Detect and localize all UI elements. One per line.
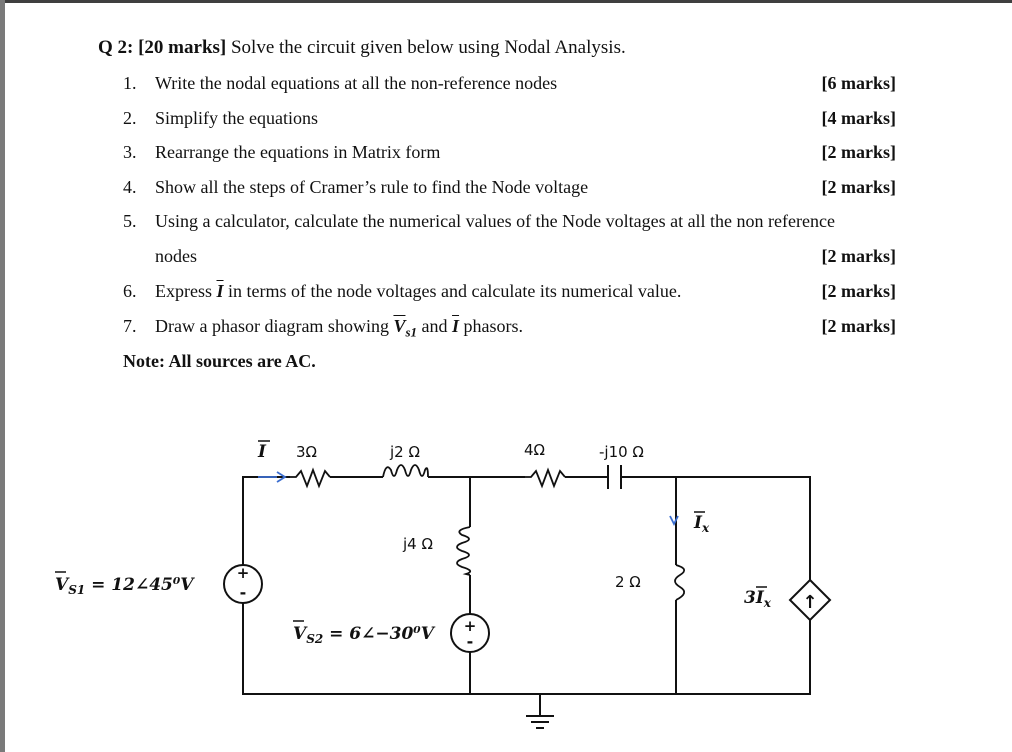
item-text-post: phasors. (459, 316, 524, 336)
item-marks: [6 marks] (821, 73, 897, 93)
list-item: 2. Simplify the equations (123, 108, 318, 129)
r3-label: 2 Ω (615, 573, 641, 591)
current-label: I (257, 442, 267, 462)
item-text: Rearrange the equations in Matrix form (155, 142, 441, 162)
inductor-l1 (382, 464, 429, 478)
ground-icon (526, 715, 554, 729)
r1-label: 3Ω (296, 443, 317, 461)
window-top-edge (0, 0, 1012, 3)
question-text: Solve the circuit given below using Noda… (230, 37, 626, 58)
item-marks: [2 marks] (821, 246, 897, 266)
list-item: 4. Show all the steps of Cramer’s rule to… (123, 177, 588, 198)
list-item: 7.Draw a phasor diagram showing Vs1 and … (123, 316, 523, 341)
voltage-subscript: s1 (405, 324, 418, 340)
wire-right-bottom (242, 476, 811, 695)
r2-label: 4Ω (524, 441, 545, 459)
list-item: 6. Express I in terms of the node voltage… (123, 281, 681, 302)
resistor-r3 (674, 564, 686, 601)
item-marks: [4 marks] (821, 108, 897, 128)
capacitor-c1 (607, 465, 622, 489)
item-number: 2. (123, 108, 137, 128)
resistor-r1 (290, 467, 331, 489)
item-number: 6. (123, 281, 137, 301)
l1-label: j2 Ω (389, 443, 420, 461)
item-text: Show all the steps of Cramer’s rule to f… (155, 177, 589, 197)
item-text: Write the nodal equations at all the non… (155, 73, 558, 93)
item-number: 1. (123, 73, 137, 93)
item-marks: [2 marks] (821, 177, 897, 197)
note: Note: All sources are AC. (123, 351, 316, 371)
dep-label: 3Ix (744, 588, 772, 610)
item-text: Simplify the equations (155, 108, 318, 128)
wire-left-top (242, 476, 290, 565)
c1-label: -j10 Ω (599, 443, 644, 461)
item-text-pre: Draw a phasor diagram showing (155, 316, 394, 336)
voltage-symbol: V (393, 316, 406, 336)
vs1-plus: + (237, 564, 250, 582)
current-arrow-icon (258, 471, 287, 483)
item-number: 7. (123, 316, 137, 336)
item-marks: [2 marks] (821, 281, 897, 301)
item-continuation: nodes (155, 246, 197, 266)
vs2-minus: - (467, 632, 474, 651)
vs2-label: VS2 = 6∠−30⁰V (293, 624, 436, 646)
voltage-source-vs2 (450, 613, 490, 653)
current-symbol: I (452, 316, 460, 336)
item-marks: [2 marks] (821, 142, 897, 162)
inductor-l2 (456, 526, 472, 576)
vs1-label: VS1 = 12∠45⁰V (55, 575, 195, 597)
item-text-pre: Express (155, 281, 217, 301)
item-text: Using a calculator, calculate the numeri… (155, 211, 835, 231)
arrow-up-icon: ↑ (802, 592, 817, 613)
ix-arrow-icon (669, 515, 679, 527)
list-item: 5. Using a calculator, calculate the nume… (123, 211, 835, 232)
vs2-plus: + (464, 617, 477, 635)
voltage-source-vs1 (223, 564, 263, 604)
item-number: 4. (123, 177, 137, 197)
item-text-mid: and (417, 316, 453, 336)
vs1-minus: - (240, 583, 247, 602)
list-item: 3. Rearrange the equations in Matrix form (123, 142, 440, 163)
item-marks: [2 marks] (821, 316, 897, 336)
l2-label: j4 Ω (402, 535, 433, 553)
ix-label: Ix (693, 513, 710, 535)
list-item: 1. Write the nodal equations at all the n… (123, 73, 557, 94)
current-symbol: I (216, 281, 224, 301)
item-number: 5. (123, 211, 137, 231)
window-left-edge (0, 0, 5, 752)
question-title: Q 2: [20 marks] Solve the circuit given … (98, 37, 626, 59)
question-label: Q 2: [20 marks] (98, 37, 227, 58)
item-number: 3. (123, 142, 137, 162)
resistor-r2 (525, 467, 566, 489)
item-text-post: in terms of the node voltages and calcul… (223, 281, 682, 301)
